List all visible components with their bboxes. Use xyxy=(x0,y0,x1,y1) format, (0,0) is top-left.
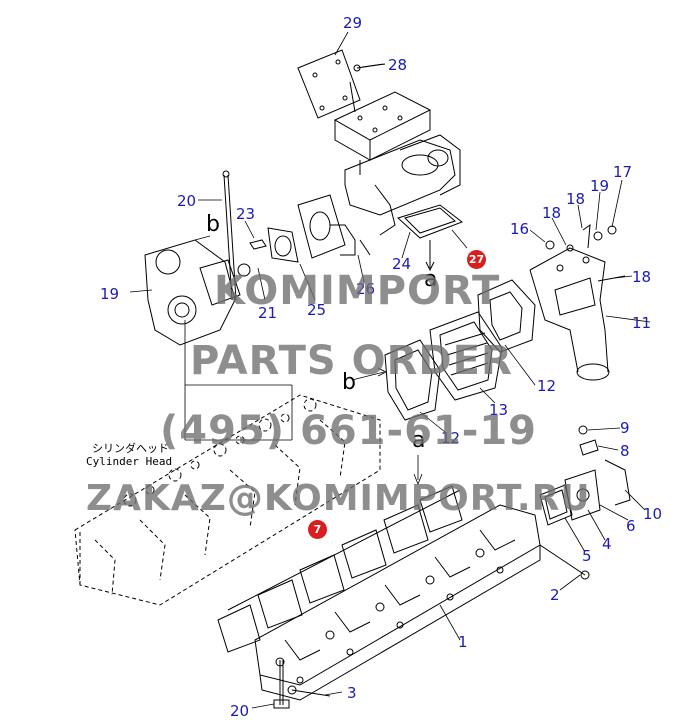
callout-13[interactable]: 13 xyxy=(489,401,509,419)
leader-lines xyxy=(129,31,651,709)
callout-23[interactable]: 23 xyxy=(236,205,256,223)
cylinder-head-label-jp: シリンダヘッド xyxy=(92,442,169,455)
part-12-lower-gasket xyxy=(384,339,441,421)
part-4-flange xyxy=(564,469,601,521)
part-3-bolt xyxy=(287,685,331,697)
watermark-line-1: KOMIMPORT xyxy=(214,268,501,314)
callout-5[interactable]: 5 xyxy=(582,547,592,565)
callout-29[interactable]: 28 xyxy=(388,56,408,74)
callout-14[interactable]: 16 xyxy=(510,220,530,238)
reference-lines xyxy=(184,235,423,486)
callout-10[interactable]: 10 xyxy=(643,505,663,523)
cylinder-head xyxy=(74,394,381,606)
part-28-cover-plate xyxy=(297,49,361,119)
exhaust-elbow-assembly xyxy=(330,91,461,256)
callout-21[interactable]: 20 xyxy=(230,702,250,720)
ref-letter-b-mid: b xyxy=(342,370,356,395)
watermark-line-4: ZAKAZ@KOMIMPORT.RU xyxy=(86,478,591,519)
ref-letter-a-bottom: a xyxy=(412,428,426,453)
callout-6[interactable]: 6 xyxy=(626,517,636,535)
callout-2[interactable]: 2 xyxy=(550,586,560,604)
callout-24[interactable]: 24 xyxy=(392,255,412,273)
callout-9[interactable]: 9 xyxy=(620,419,630,437)
parts-8-9-10-sensor xyxy=(578,425,631,506)
part-12-upper-gasket xyxy=(477,279,536,353)
part-21-stud xyxy=(273,660,290,709)
callout-16[interactable]: 18 xyxy=(632,268,652,286)
watermark-line-2: PARTS ORDER xyxy=(190,338,513,384)
callout-26[interactable]: 26 xyxy=(356,280,376,298)
part-5-gasket xyxy=(539,484,573,526)
badge-27[interactable]: 27 xyxy=(467,250,486,269)
part-19-turbocharger xyxy=(144,170,267,346)
callout-12-lower[interactable]: 12 xyxy=(441,429,461,447)
ref-letter-b-top: b xyxy=(206,212,220,237)
callout-19[interactable]: 19 xyxy=(100,285,120,303)
part-24-gasket xyxy=(397,204,464,272)
cylinder-head-label-en: Cylinder Head xyxy=(86,455,173,468)
callout-18a[interactable]: 18 xyxy=(542,204,562,222)
watermark-line-3: (495) 661-61-19 xyxy=(160,408,538,454)
part-25-flange xyxy=(297,194,346,259)
part-13-heat-shield xyxy=(429,311,503,401)
parts-14-18-hardware xyxy=(545,223,626,282)
callout-25[interactable]: 25 xyxy=(307,301,327,319)
callout-17[interactable]: 18 xyxy=(566,190,586,208)
callout-3[interactable]: 3 xyxy=(347,684,357,702)
callout-22[interactable]: 21 xyxy=(258,304,278,322)
part-11-exhaust-pipe xyxy=(529,247,610,381)
part-22-gasket-plate xyxy=(267,227,299,263)
callout-4[interactable]: 4 xyxy=(602,535,612,553)
part-29-bolt xyxy=(353,63,386,72)
callout-12-upper[interactable]: 12 xyxy=(537,377,557,395)
callout-11[interactable]: 11 xyxy=(632,314,652,332)
callout-1[interactable]: 1 xyxy=(458,633,468,651)
callout-8[interactable]: 8 xyxy=(620,442,630,460)
part-7-gasket-row xyxy=(217,485,463,653)
callout-18b[interactable]: 19 xyxy=(590,177,610,195)
callout-15[interactable]: 17 xyxy=(613,163,633,181)
badge-7[interactable]: 7 xyxy=(308,520,327,539)
callout-28[interactable]: 29 xyxy=(343,14,363,32)
ref-letter-a-top: a xyxy=(424,267,438,292)
part-1-exhaust-manifold xyxy=(254,504,541,701)
callout-20[interactable]: 20 xyxy=(177,192,197,210)
part-2-bolt xyxy=(539,544,590,580)
